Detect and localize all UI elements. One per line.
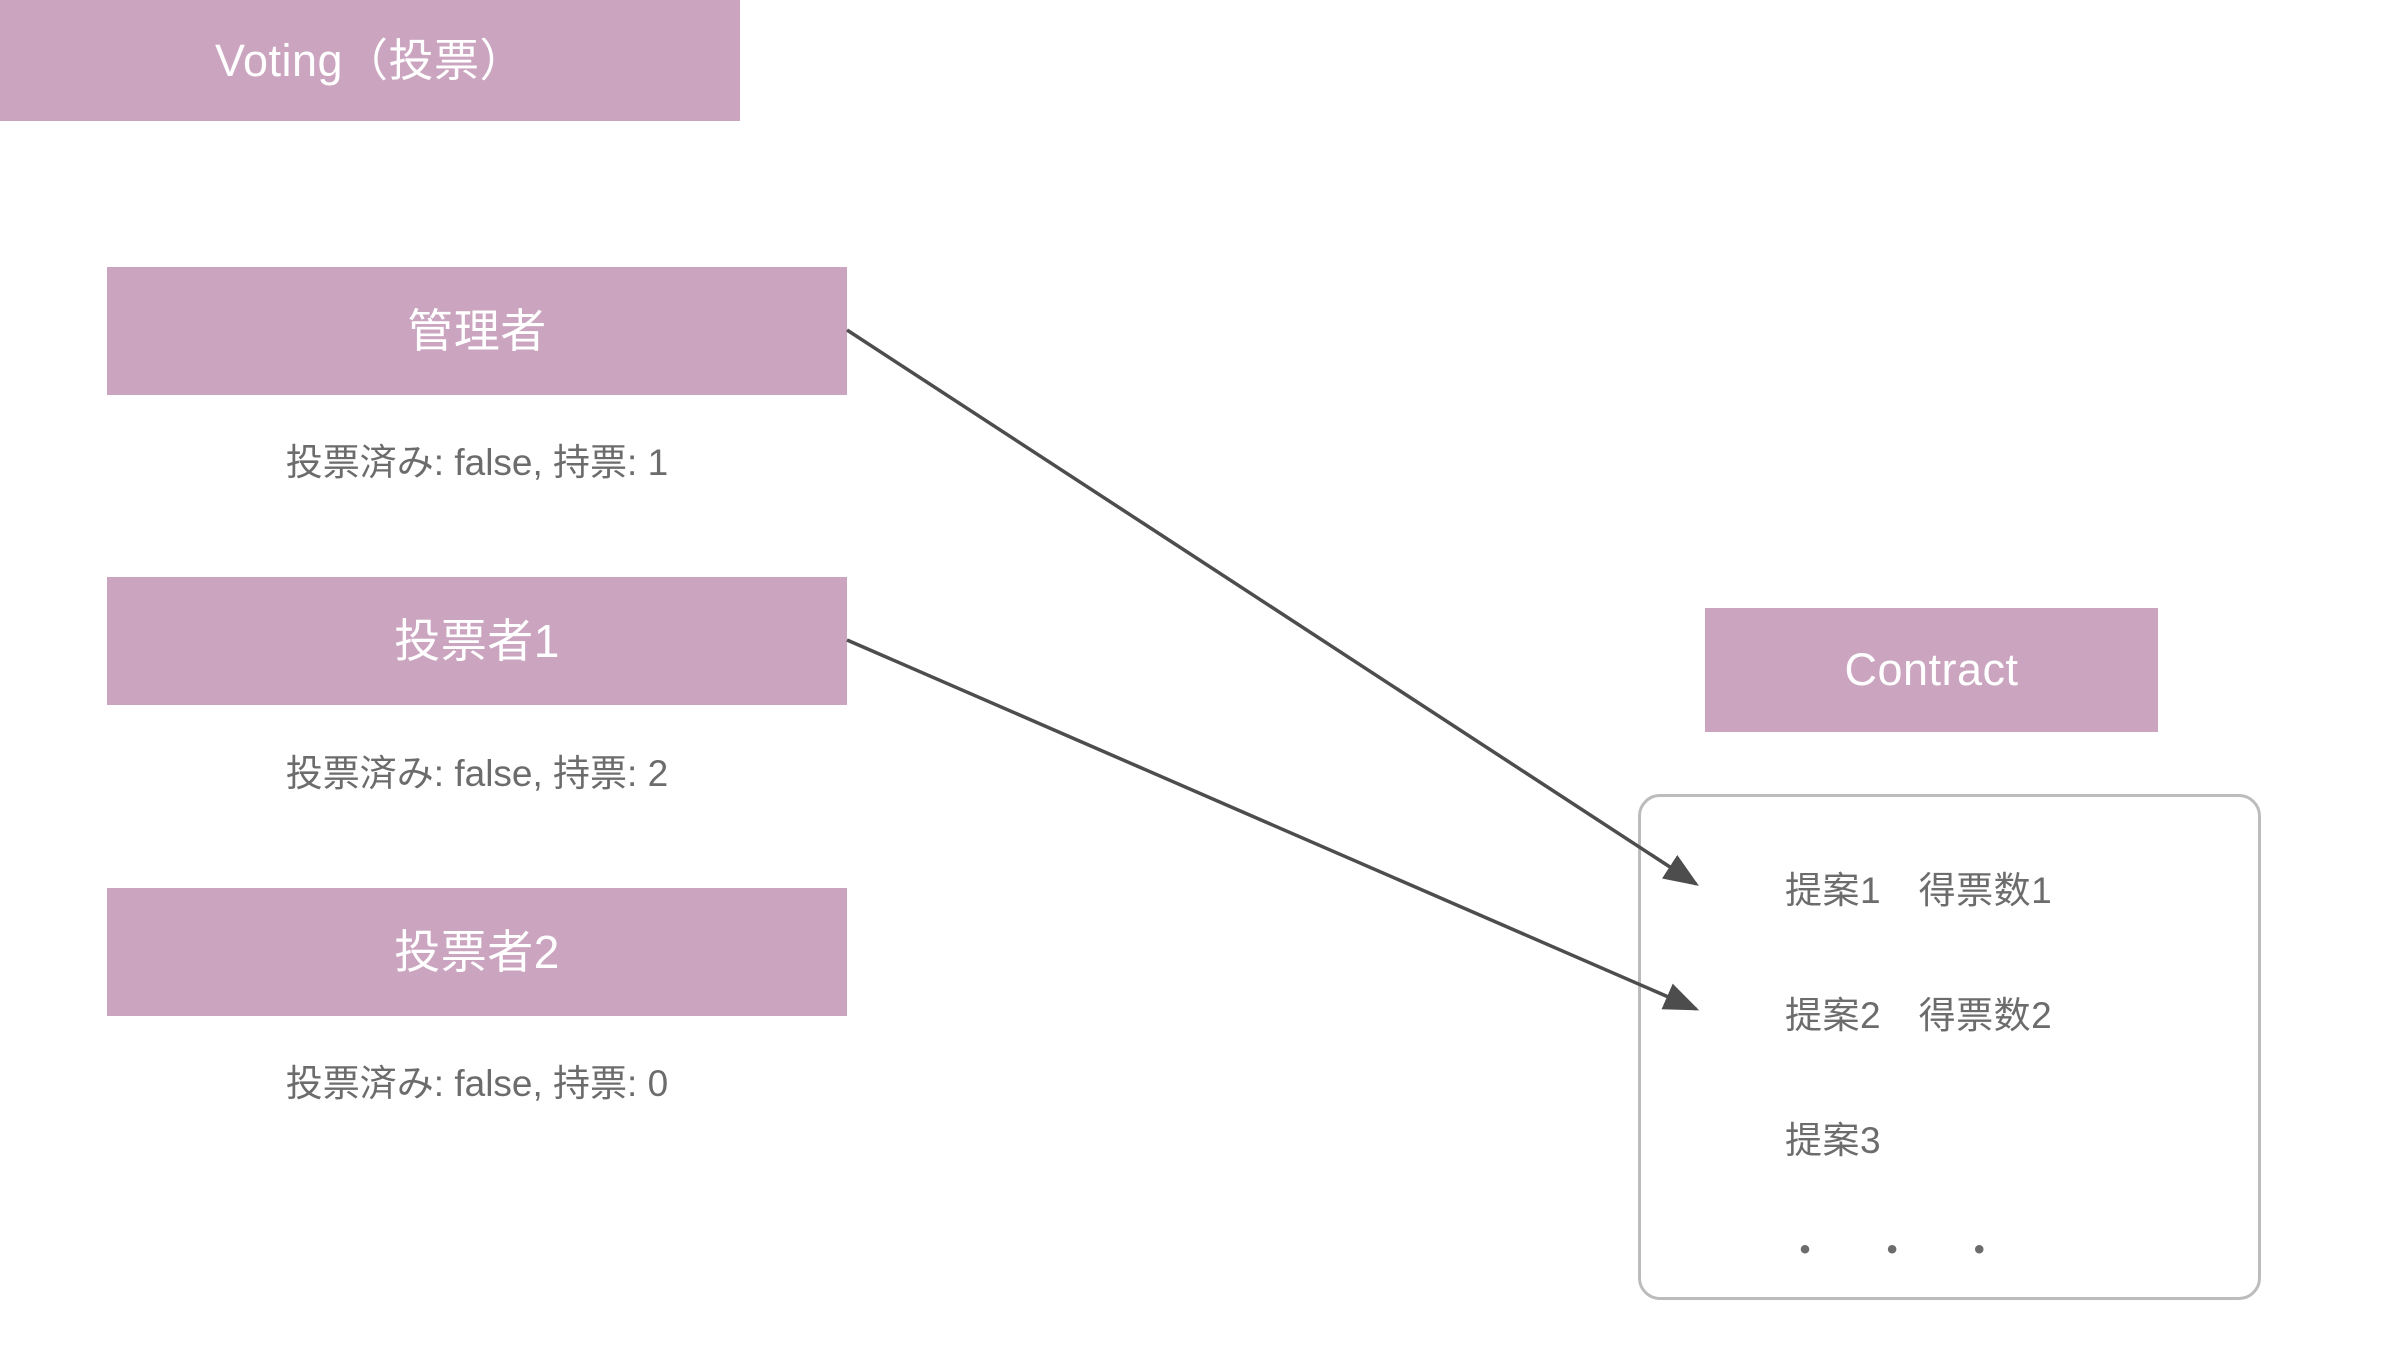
actor-label-voter1: 投票者1 <box>394 614 560 667</box>
actor-caption-admin: 投票済み: false, 持票: 1 <box>285 442 669 483</box>
page-title: Voting（投票） <box>214 34 526 86</box>
contract-state-panel <box>1638 794 2261 1300</box>
arrow-admin-to-proposal1 <box>846 328 1699 886</box>
actor-box-voter1[interactable]: 投票者1 <box>107 577 847 705</box>
actor-box-voter2[interactable]: 投票者2 <box>107 888 847 1016</box>
actor-caption-voter1: 投票済み: false, 持票: 2 <box>285 753 669 794</box>
proposal-row-2: 提案2 得票数2 <box>1785 995 2053 1036</box>
proposal-row-3: 提案3 <box>1785 1120 1882 1161</box>
actor-caption-voter2: 投票済み: false, 持票: 0 <box>285 1063 669 1104</box>
arrow-voter1-to-proposal2 <box>846 638 1700 1011</box>
proposal-row-1: 提案1 得票数1 <box>1785 870 2053 911</box>
proposal-row-ellipsis: ・ ・ ・ <box>1785 1229 2018 1273</box>
actor-label-admin: 管理者 <box>407 304 547 357</box>
contract-box[interactable]: Contract <box>1705 608 2158 732</box>
diagram-title-banner: Voting（投票） <box>0 0 740 121</box>
contract-label: Contract <box>1844 644 2019 696</box>
actor-label-voter2: 投票者2 <box>394 925 560 978</box>
actor-box-admin[interactable]: 管理者 <box>107 267 847 395</box>
